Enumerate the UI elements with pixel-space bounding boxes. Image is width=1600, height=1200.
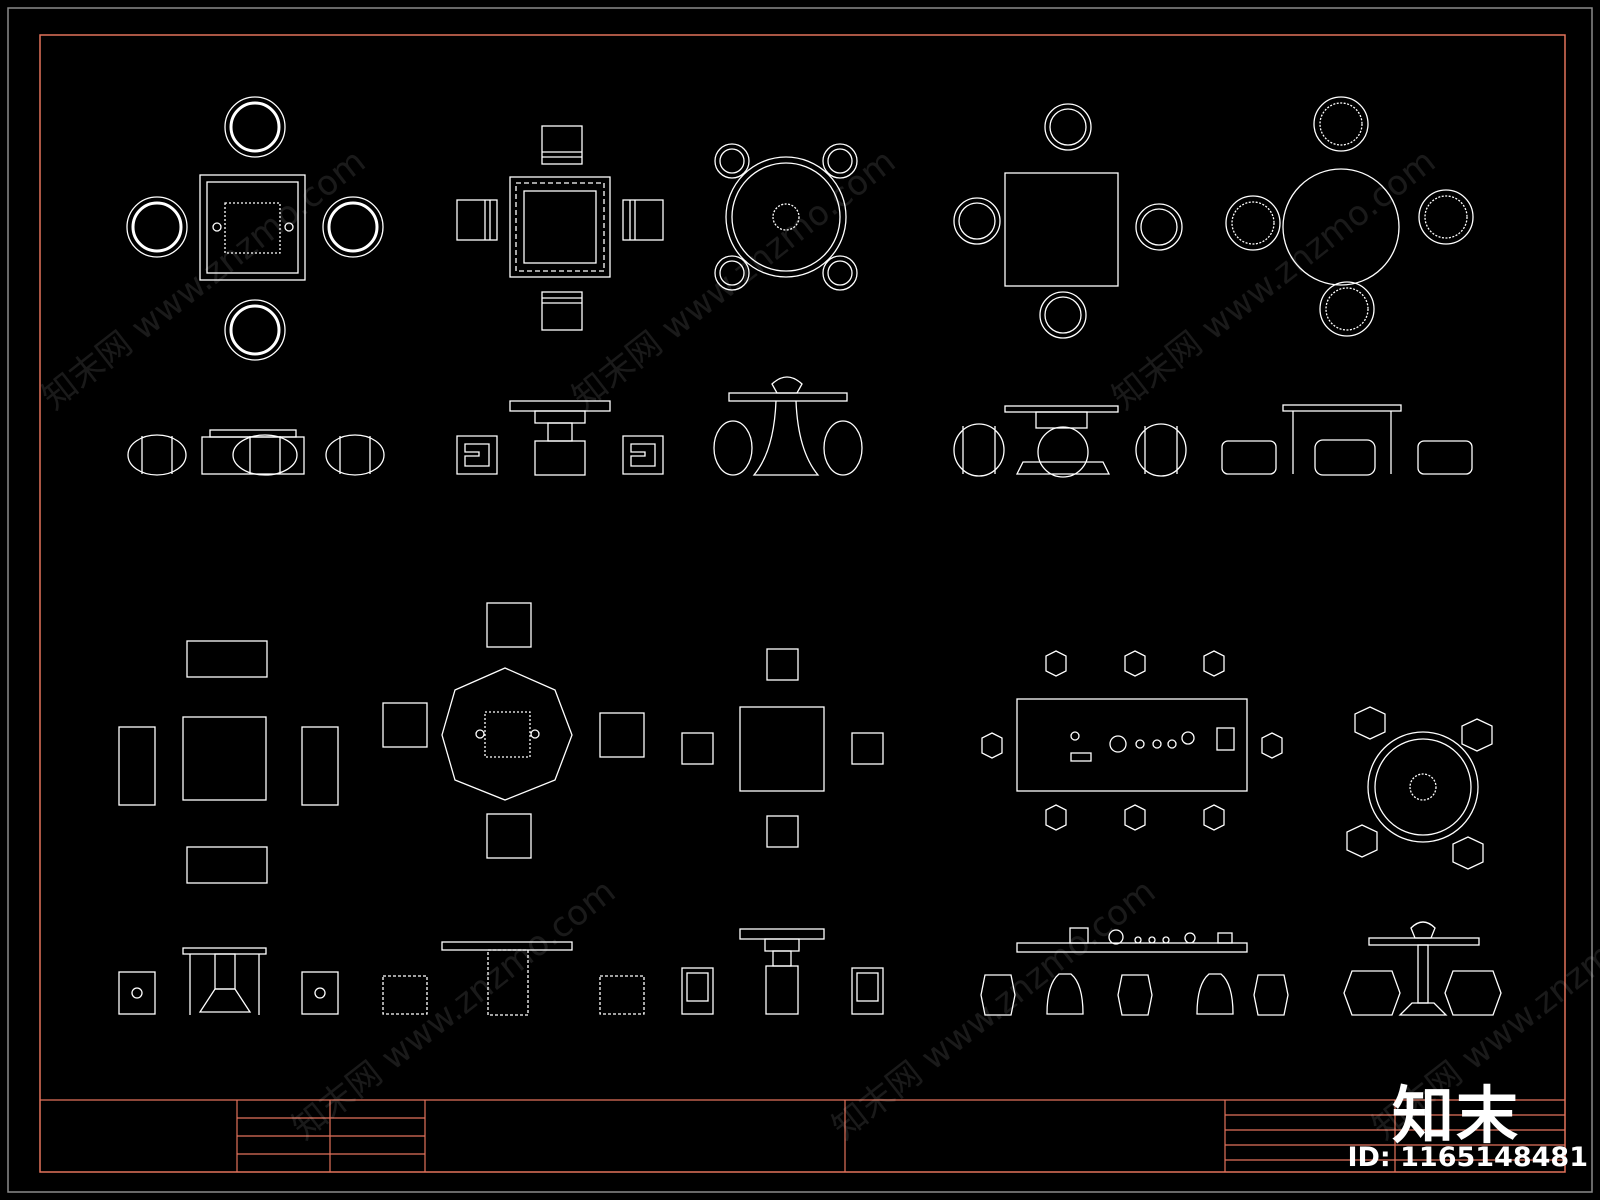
plan-set-5 <box>1225 96 1474 337</box>
elevation-set-1 <box>127 429 385 476</box>
image-id-label: ID: 1165148481 <box>1347 1142 1588 1173</box>
drawing-frame <box>39 34 1566 1173</box>
plan-set-3 <box>714 143 858 291</box>
elevation-set-8 <box>681 928 884 1015</box>
elevation-set-3 <box>713 376 863 476</box>
plan-set-1 <box>126 96 384 361</box>
plan-set-7 <box>382 602 645 859</box>
elevation-set-6 <box>118 947 339 1015</box>
outer-border <box>7 7 1593 1193</box>
elevation-set-10 <box>1343 921 1502 1016</box>
plan-set-10 <box>1346 706 1493 870</box>
plan-set-8 <box>681 648 884 848</box>
plan-set-2 <box>456 125 664 331</box>
elevation-set-2 <box>456 400 664 476</box>
title-block <box>40 1099 1565 1172</box>
plan-set-9 <box>981 650 1283 831</box>
plan-set-4 <box>953 103 1183 339</box>
elevation-set-5 <box>1221 404 1473 476</box>
brand-logo: 知末 <box>1391 1079 1520 1152</box>
elevation-set-7 <box>382 941 645 1016</box>
plan-set-6 <box>118 640 339 884</box>
elevation-set-4 <box>953 405 1187 478</box>
elevation-set-9 <box>980 927 1289 1016</box>
